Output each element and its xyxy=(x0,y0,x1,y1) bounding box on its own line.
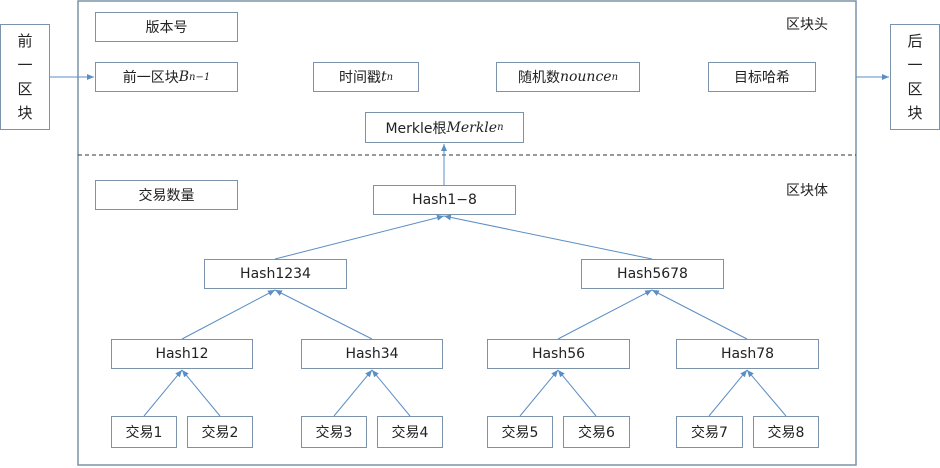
edge xyxy=(274,214,445,260)
version-box: 版本号 xyxy=(95,12,238,42)
tx-box: 交易8 xyxy=(753,416,819,448)
edge xyxy=(746,369,787,417)
subscript: n xyxy=(611,71,619,83)
edge xyxy=(557,369,597,417)
edge xyxy=(333,369,373,417)
text: Merkle根 xyxy=(385,120,447,137)
edge xyxy=(651,289,748,340)
edge xyxy=(181,369,221,417)
hash1234-box: Hash1234 xyxy=(204,259,347,289)
subscript: n xyxy=(386,71,394,83)
edge xyxy=(371,369,411,417)
text: 前一区块 xyxy=(122,70,179,86)
subscript: n−1 xyxy=(189,71,211,83)
hash34-box: Hash34 xyxy=(301,339,443,369)
char: 区 xyxy=(907,80,923,98)
char: 后 xyxy=(907,32,923,50)
tx-box: 交易4 xyxy=(377,416,443,448)
char: 块 xyxy=(17,104,33,122)
hash56-box: Hash56 xyxy=(487,339,630,369)
tx-box: 交易2 xyxy=(187,416,253,448)
hash12-box: Hash12 xyxy=(111,339,253,369)
edge xyxy=(181,289,276,340)
tx-box: 交易3 xyxy=(301,416,367,448)
next-block-box: 后一区块 xyxy=(890,24,940,130)
arrows xyxy=(50,74,889,417)
char: 一 xyxy=(17,56,33,74)
hash78-box: Hash78 xyxy=(676,339,819,369)
block-body-label: 区块体 xyxy=(786,183,828,199)
subscript: n xyxy=(497,122,504,133)
edge xyxy=(443,214,653,260)
char: 一 xyxy=(907,56,923,74)
edge xyxy=(557,289,653,340)
hash5678-box: Hash5678 xyxy=(581,259,724,289)
math: Merkle xyxy=(446,119,498,136)
block-header-label: 区块头 xyxy=(786,17,828,33)
target-hash-box: 目标哈希 xyxy=(708,62,816,92)
edge xyxy=(143,369,183,417)
tx-box: 交易1 xyxy=(111,416,177,448)
text: 随机数 xyxy=(517,70,560,86)
prev-block-box: 前一区块 xyxy=(0,24,50,130)
math: nounce xyxy=(559,69,612,85)
tx-count-box: 交易数量 xyxy=(95,180,238,210)
edge xyxy=(519,369,559,417)
block-frame xyxy=(77,0,857,466)
edge xyxy=(274,289,373,340)
text: 时间戳 xyxy=(338,70,381,86)
edge xyxy=(708,369,748,417)
math: t xyxy=(380,69,387,85)
math: B xyxy=(178,69,190,85)
char: 块 xyxy=(907,104,923,122)
char: 前 xyxy=(17,32,33,50)
hash-root-box: Hash1−8 xyxy=(373,185,516,215)
tx-box: 交易7 xyxy=(676,416,743,448)
tx-box: 交易5 xyxy=(487,416,553,448)
char: 区 xyxy=(17,80,33,98)
tx-box: 交易6 xyxy=(563,416,630,448)
